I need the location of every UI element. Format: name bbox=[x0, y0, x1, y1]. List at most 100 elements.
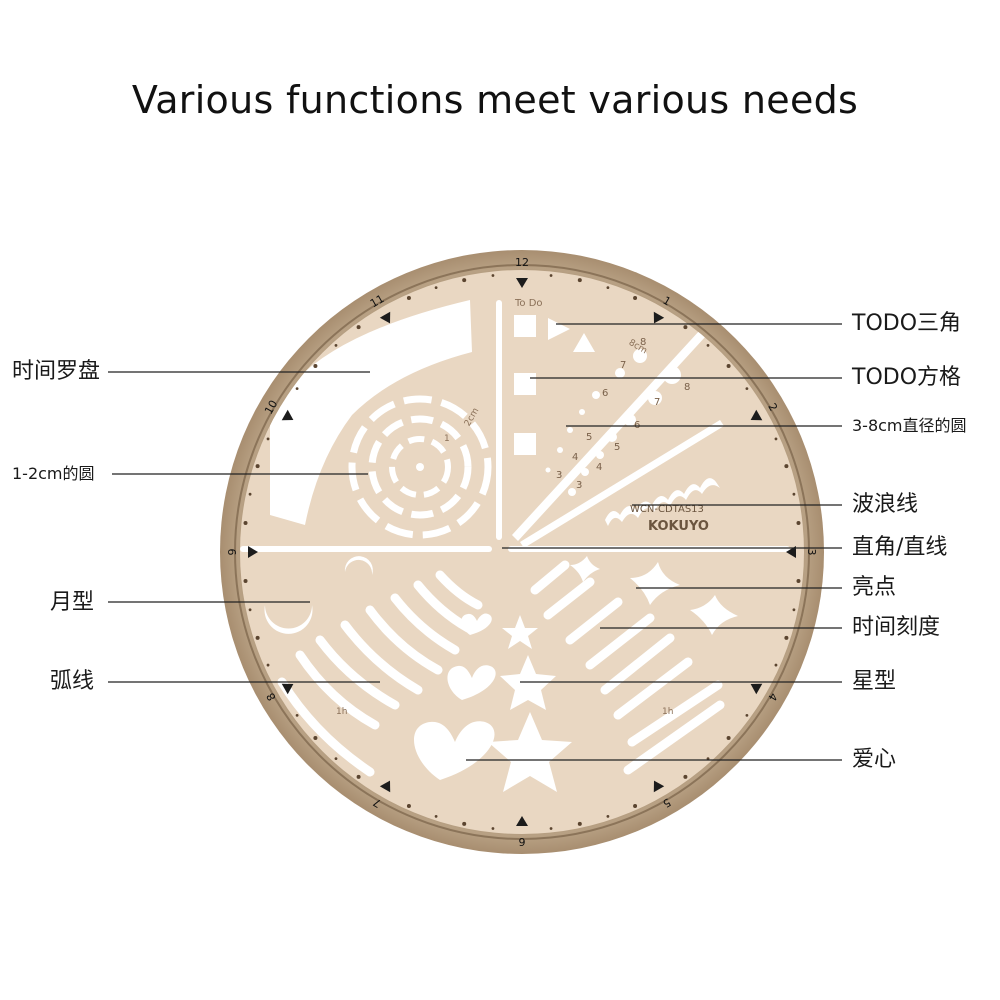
hour-number: 10 bbox=[262, 398, 280, 417]
sparkle-shape bbox=[630, 562, 680, 605]
tick-dot bbox=[774, 663, 778, 667]
hour-arrow bbox=[653, 311, 665, 324]
tick-dot bbox=[784, 635, 789, 640]
todo-triangle bbox=[548, 318, 570, 340]
brand-logo-text: KOKUYO bbox=[648, 519, 709, 534]
circle-size-label: 8 bbox=[684, 382, 690, 393]
tick-dot bbox=[406, 296, 411, 301]
circle-size-label: 4 bbox=[572, 452, 578, 463]
moon-shapes bbox=[264, 556, 418, 634]
tick-dot bbox=[745, 714, 749, 717]
hour-arrow bbox=[248, 546, 258, 558]
label-todo-square: TODO方格 bbox=[852, 365, 962, 390]
hour-number: 6 bbox=[519, 835, 526, 848]
tick-dot bbox=[356, 325, 361, 330]
tick-dot bbox=[726, 736, 731, 741]
tick-dot bbox=[491, 827, 495, 830]
tick-dot bbox=[313, 363, 318, 368]
hour-arrow bbox=[653, 780, 665, 793]
label-moon: 月型 bbox=[50, 590, 95, 615]
circle-size-label: 7 bbox=[654, 397, 660, 408]
circle-size-label: 3 bbox=[576, 480, 582, 491]
circle-size-label: 7 bbox=[620, 360, 626, 371]
tick-dot bbox=[706, 757, 710, 760]
star-shape-small bbox=[502, 615, 538, 649]
tick-dot bbox=[706, 344, 710, 347]
tick-dot bbox=[633, 803, 638, 808]
tick-dot bbox=[313, 736, 318, 741]
heart-small bbox=[447, 665, 496, 700]
tick-dot bbox=[248, 492, 252, 496]
concentric-circles bbox=[348, 395, 492, 539]
tick-dot bbox=[683, 325, 688, 330]
time-scale-slots bbox=[530, 560, 725, 775]
hour-number: 11 bbox=[368, 292, 387, 310]
tick-dot bbox=[406, 803, 411, 808]
hour-arrow bbox=[379, 311, 391, 324]
tick-dot bbox=[255, 464, 260, 469]
hour-arrow bbox=[786, 546, 796, 558]
tick-dot bbox=[491, 274, 495, 277]
hour-arrow bbox=[281, 409, 294, 421]
tick-dot bbox=[726, 363, 731, 368]
hour-arrow bbox=[516, 278, 528, 288]
tick-dot bbox=[334, 757, 338, 760]
tick-dot bbox=[549, 274, 553, 277]
tick-dots bbox=[243, 274, 801, 830]
heart-large bbox=[413, 721, 495, 780]
label-circles-3-8cm: 3-8cm直径的圆 bbox=[852, 416, 967, 435]
tick-dot bbox=[606, 286, 610, 290]
graded-circles bbox=[545, 349, 681, 496]
tick-dot bbox=[792, 608, 796, 612]
label-heart: 爱心 bbox=[852, 747, 897, 772]
tick-dot bbox=[774, 437, 778, 441]
label-todo-triangle: TODO三角 bbox=[852, 311, 962, 336]
tick-dot bbox=[577, 821, 582, 826]
arc-slots bbox=[277, 570, 483, 777]
tick-dot bbox=[796, 579, 801, 584]
label-sparkle: 亮点 bbox=[852, 575, 897, 600]
tick-dot bbox=[549, 827, 553, 830]
hour-arrow bbox=[750, 683, 763, 695]
label-wave: 波浪线 bbox=[852, 492, 919, 517]
tick-dot bbox=[295, 714, 299, 717]
compass-window bbox=[270, 300, 472, 525]
tick-dot bbox=[796, 520, 801, 525]
radius-1: 1 bbox=[444, 434, 450, 444]
hour-number: 3 bbox=[805, 549, 818, 556]
hour-arrow bbox=[516, 816, 528, 826]
tick-dot bbox=[356, 774, 361, 779]
tick-dot bbox=[792, 492, 796, 496]
todo-square-3 bbox=[514, 433, 536, 455]
tick-dot bbox=[255, 635, 260, 640]
tick-dot bbox=[462, 278, 467, 283]
hour-number: 12 bbox=[515, 256, 529, 269]
headline: Various functions meet various needs bbox=[131, 78, 859, 122]
hour-label-right: 1h bbox=[662, 707, 673, 717]
hour-arrow bbox=[379, 780, 391, 793]
circle-size-label: 3 bbox=[556, 470, 562, 481]
tick-dot bbox=[606, 814, 610, 818]
circle-size-label: 4 bbox=[596, 462, 602, 473]
tick-dot bbox=[243, 520, 248, 525]
label-time-scale: 时间刻度 bbox=[852, 615, 941, 640]
hour-label-left: 1h bbox=[336, 707, 347, 717]
circle-size-label: 5 bbox=[614, 442, 620, 453]
tick-dot bbox=[434, 286, 438, 290]
todo-square-1 bbox=[514, 315, 536, 337]
tick-dot bbox=[683, 774, 688, 779]
tick-dot bbox=[295, 387, 299, 390]
hour-arrow bbox=[281, 683, 294, 695]
tick-dot bbox=[266, 437, 270, 441]
tick-dot bbox=[266, 663, 270, 667]
tick-dot bbox=[434, 814, 438, 818]
label-arc: 弧线 bbox=[50, 669, 95, 694]
tick-dot bbox=[745, 387, 749, 390]
circle-size-labels: 334455667788 bbox=[556, 337, 690, 491]
tick-dot bbox=[577, 278, 582, 283]
label-compass: 时间罗盘 bbox=[12, 359, 101, 384]
tick-dot bbox=[784, 464, 789, 469]
todo-header: To Do bbox=[514, 298, 543, 309]
